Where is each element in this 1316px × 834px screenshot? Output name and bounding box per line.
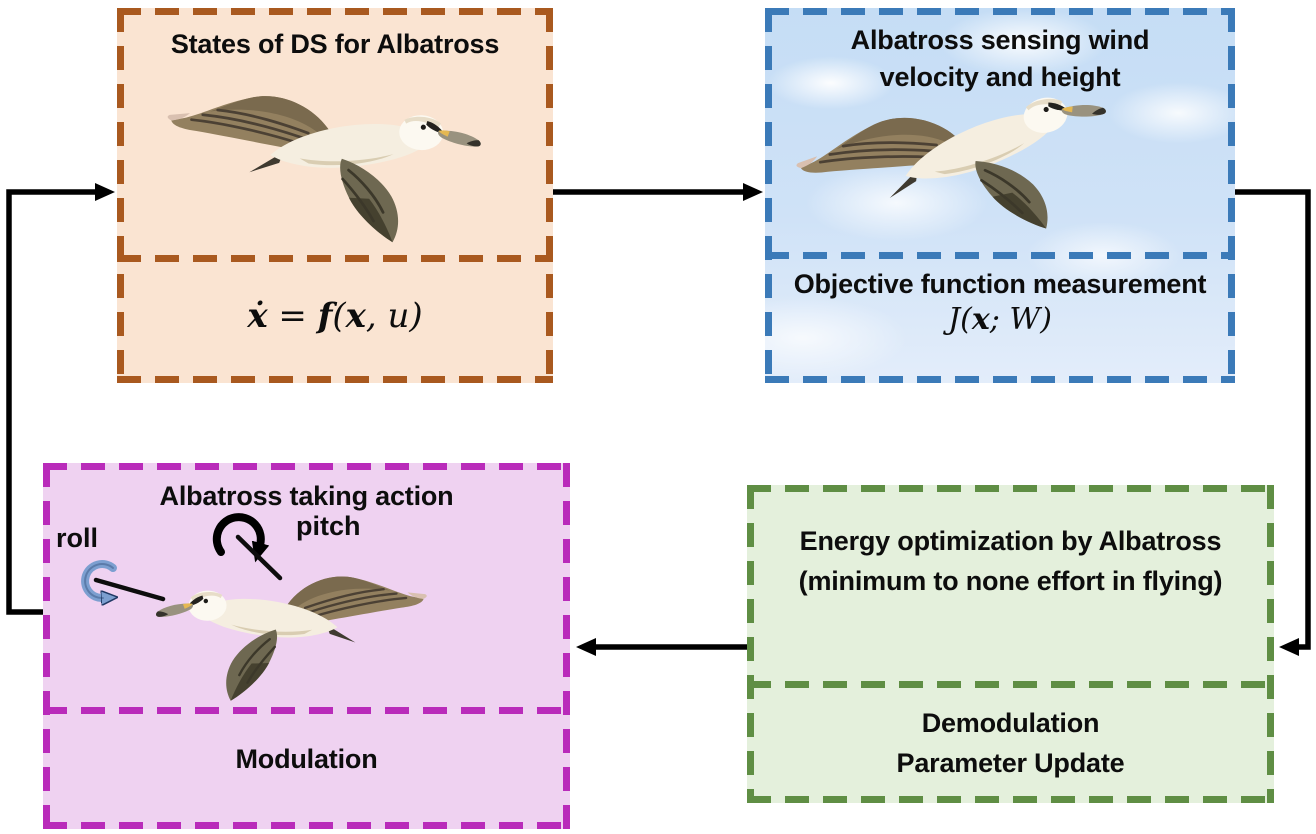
demodulation-label: Demodulation xyxy=(921,708,1100,738)
albatross-image xyxy=(157,61,496,261)
formula-f: f xyxy=(317,296,333,336)
states-title: States of DS for Albatross xyxy=(170,29,500,59)
optimization-block: Energy optimization by Albatross (minimu… xyxy=(747,485,1274,803)
objective-W: ; W) xyxy=(989,302,1052,337)
action-title: Albatross taking action xyxy=(159,481,454,511)
optimization-divider xyxy=(747,681,1274,688)
formula-equals: = xyxy=(267,296,318,336)
sensing-title-line2: velocity and height xyxy=(879,62,1121,92)
modulation-label: Modulation xyxy=(235,744,378,774)
optimization-title-line2: (minimum to none effort in flying) xyxy=(798,566,1223,596)
formula-xdot: ẋ xyxy=(247,296,268,336)
measurement-title: Objective function measurement xyxy=(793,269,1207,299)
optimization-title-line1: Energy optimization by Albatross xyxy=(799,526,1222,556)
states-divider xyxy=(117,255,553,262)
objective-formula: J(x; W) xyxy=(765,302,1235,337)
formula-paren-open: ( xyxy=(332,296,346,336)
sensing-divider xyxy=(765,252,1235,259)
action-divider xyxy=(43,707,570,714)
parameter-update-label: Parameter Update xyxy=(896,748,1125,778)
formula-comma: , xyxy=(365,296,388,336)
sensing-title-line1: Albatross sensing wind xyxy=(850,25,1150,55)
states-formula: ẋ = f(x, u) xyxy=(117,296,553,336)
formula-u: u xyxy=(387,296,410,336)
albatross-image xyxy=(143,548,433,716)
pitch-label: pitch xyxy=(296,511,361,541)
objective-x: x xyxy=(971,302,990,337)
formula-x: x xyxy=(345,296,366,336)
objective-J: J( xyxy=(948,302,972,337)
action-block: Albatross taking action roll pitch Modul… xyxy=(43,463,570,829)
sensing-block: Albatross sensing wind velocity and heig… xyxy=(765,8,1235,383)
roll-label: roll xyxy=(56,523,99,553)
formula-paren-close: ) xyxy=(409,296,423,336)
states-block: States of DS for Albatross ẋ = f(x, u) xyxy=(117,8,553,383)
